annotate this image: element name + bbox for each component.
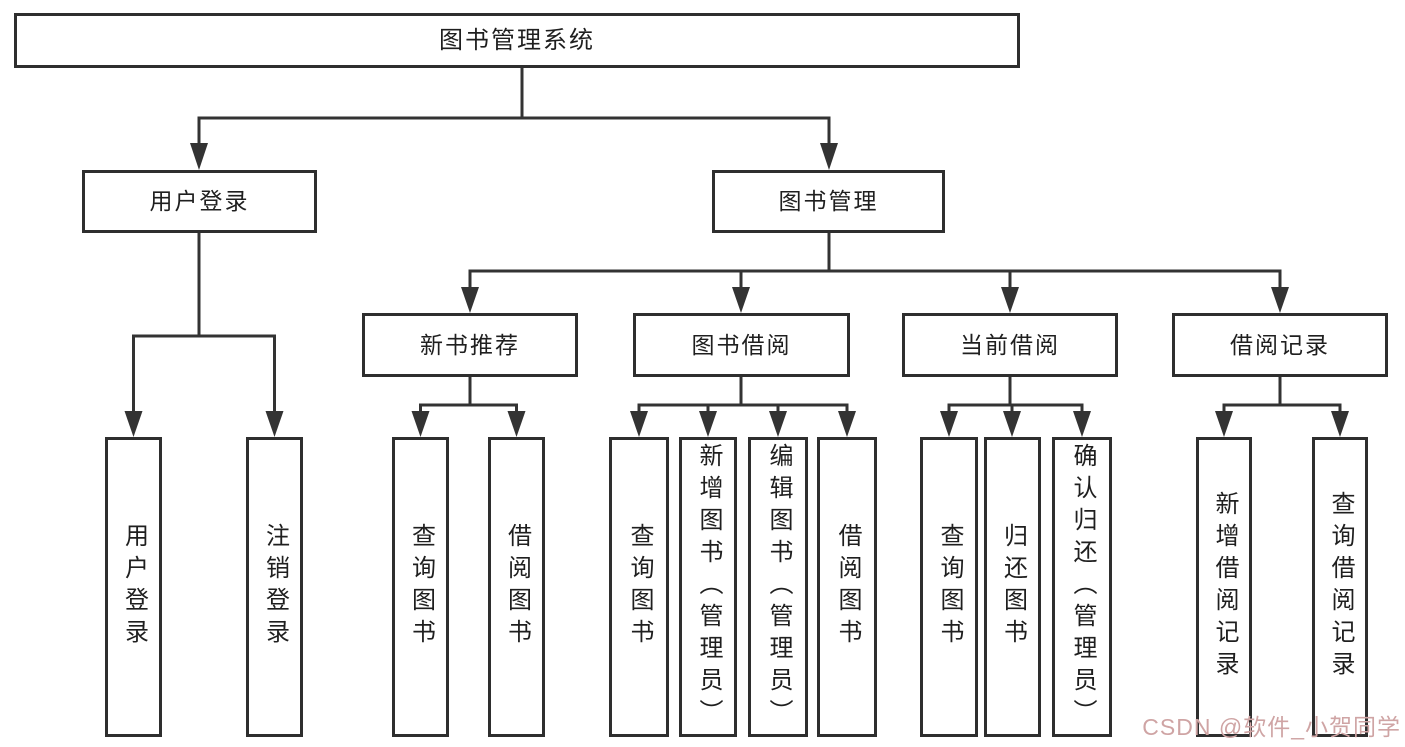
arrowheads <box>124 143 1349 437</box>
leaf-logout-login: 注销登录 <box>246 437 303 737</box>
leaf-add-borrow-record: 新增借阅记录 <box>1196 437 1252 737</box>
connector-new-book-recommend <box>419 375 518 414</box>
node-current-borrow-label: 当前借阅 <box>960 331 1060 358</box>
node-user-login-label: 用户登录 <box>149 188 250 214</box>
node-borrow-records: 借阅记录 <box>1172 313 1388 377</box>
connector-borrow-records <box>1222 375 1342 414</box>
leaf-query-books-borrow: 查询图书 <box>609 437 669 737</box>
leaf-borrow-books-recommend: 借阅图书 <box>488 437 545 737</box>
watermark: CSDN @软件_小贺同学 <box>1142 714 1401 740</box>
leaf-user-login: 用户登录 <box>105 437 162 737</box>
node-current-borrow: 当前借阅 <box>902 313 1118 377</box>
connector-root <box>197 65 831 146</box>
leaf-edit-books-admin: 编辑图书（管理员） <box>748 437 808 737</box>
leaf-user-login-label: 用户登录 <box>120 523 148 651</box>
leaf-query-books-current-label: 查询图书 <box>936 523 963 651</box>
node-book-borrow: 图书借阅 <box>633 313 850 377</box>
leaf-add-books-admin: 新增图书（管理员） <box>679 437 737 737</box>
connector-book-borrow <box>637 375 849 414</box>
leaf-query-books-recommend-label: 查询图书 <box>407 523 435 651</box>
leaf-return-books: 归还图书 <box>984 437 1041 737</box>
node-root: 图书管理系统 <box>14 13 1020 68</box>
leaf-borrow-books: 借阅图书 <box>817 437 877 737</box>
connector-current-borrow <box>947 375 1084 414</box>
leaf-edit-books-admin-label: 编辑图书（管理员） <box>765 443 792 731</box>
leaf-query-books-recommend: 查询图书 <box>392 437 449 737</box>
node-book-management: 图书管理 <box>712 170 945 233</box>
leaf-query-books-current: 查询图书 <box>920 437 978 737</box>
connector-user-login <box>132 231 276 414</box>
leaf-confirm-return-admin: 确认归还（管理员） <box>1052 437 1112 737</box>
node-book-borrow-label: 图书借阅 <box>691 331 792 358</box>
leaf-query-borrow-record-label: 查询借阅记录 <box>1327 491 1354 683</box>
leaf-query-borrow-record: 查询借阅记录 <box>1312 437 1368 737</box>
leaf-query-books-borrow-label: 查询图书 <box>626 523 653 651</box>
leaf-borrow-books-recommend-label: 借阅图书 <box>503 523 531 651</box>
node-borrow-records-label: 借阅记录 <box>1230 331 1330 358</box>
leaf-return-books-label: 归还图书 <box>999 523 1027 651</box>
node-book-management-label: 图书管理 <box>778 188 879 214</box>
node-root-label: 图书管理系统 <box>439 26 595 54</box>
leaf-add-books-admin-label: 新增图书（管理员） <box>695 443 722 731</box>
connector-book-management <box>468 231 1282 290</box>
node-new-book-recommend-label: 新书推荐 <box>420 331 520 358</box>
node-new-book-recommend: 新书推荐 <box>362 313 578 377</box>
leaf-add-borrow-record-label: 新增借阅记录 <box>1211 491 1238 683</box>
node-user-login: 用户登录 <box>82 170 317 233</box>
leaf-confirm-return-admin-label: 确认归还（管理员） <box>1069 443 1096 731</box>
leaf-borrow-books-label: 借阅图书 <box>834 523 861 651</box>
leaf-logout-login-label: 注销登录 <box>261 523 289 651</box>
